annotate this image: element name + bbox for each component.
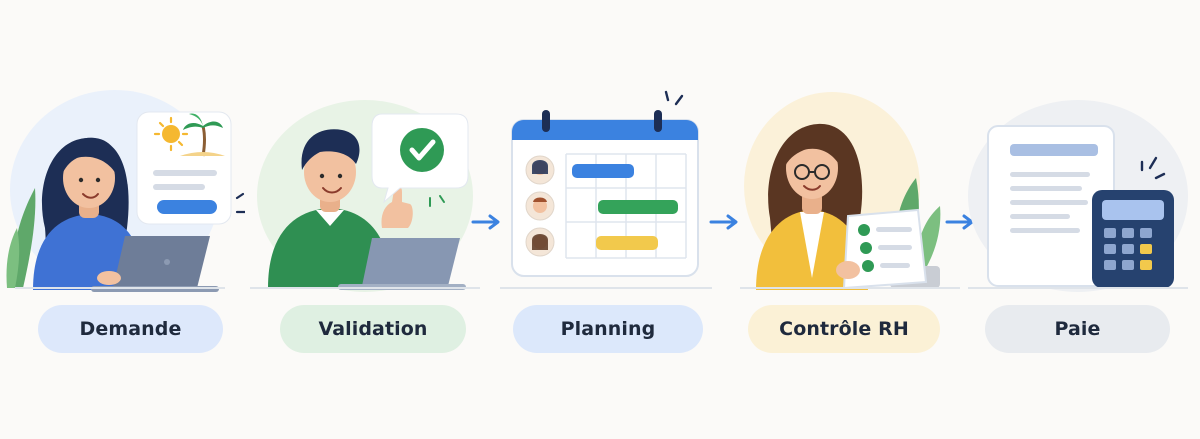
sun-icon — [153, 116, 189, 152]
checklist-icon — [842, 208, 928, 290]
arrow-right-icon — [709, 214, 738, 230]
step-planning-label: Planning — [560, 318, 656, 340]
step-validation-illustration — [250, 78, 490, 300]
arrow-right-icon — [471, 214, 500, 230]
step-validation-pill: Validation — [280, 305, 466, 353]
step-controle-rh-label: Contrôle RH — [779, 318, 909, 340]
step-paie-pill: Paie — [985, 305, 1170, 353]
step-validation-label: Validation — [318, 318, 428, 340]
step-controle-rh-illustration — [740, 78, 980, 300]
step-demande-illustration — [5, 78, 245, 300]
calculator-icon — [1092, 190, 1174, 288]
step-demande-label: Demande — [79, 318, 182, 340]
palm-tree-icon — [180, 113, 225, 157]
step-planning-illustration — [490, 78, 730, 300]
arrow-right-icon — [945, 214, 974, 230]
step-controle-rh-pill: Contrôle RH — [748, 305, 940, 353]
calendar-icon — [500, 90, 712, 289]
step-paie-label: Paie — [1054, 318, 1101, 340]
checkmark-icon — [400, 128, 444, 172]
step-demande-pill: Demande — [38, 305, 223, 353]
step-paie-illustration — [958, 78, 1198, 300]
step-planning-pill: Planning — [513, 305, 703, 353]
